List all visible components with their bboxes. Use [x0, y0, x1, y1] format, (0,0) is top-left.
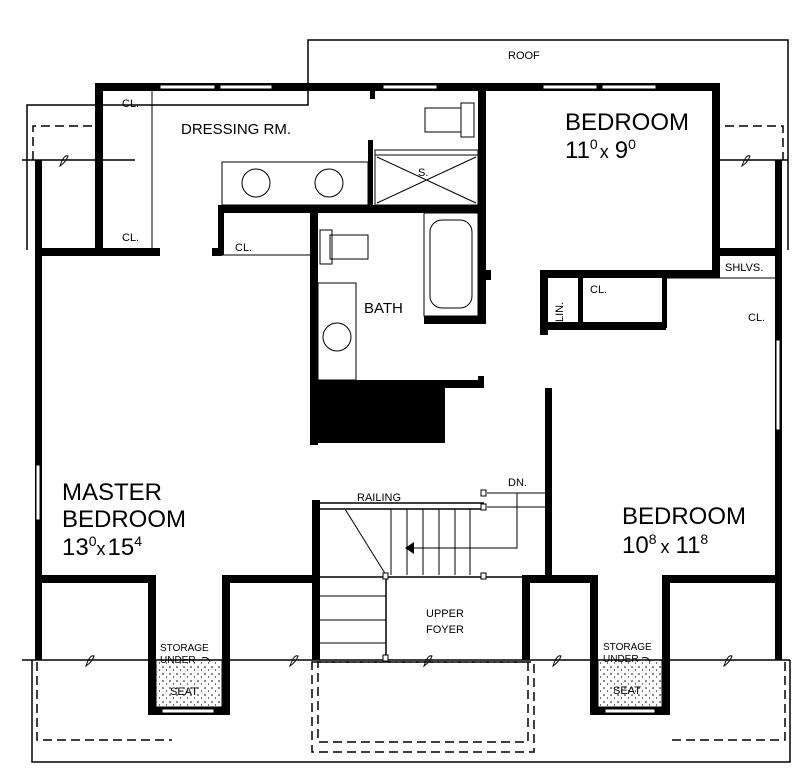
storage-seat-left [155, 659, 223, 708]
shower-label: S. [418, 167, 428, 179]
bedroom-2-label: BEDROOM [622, 503, 746, 530]
master-bedroom-label: BEDROOM [62, 506, 186, 533]
arrowhead-icon [405, 542, 414, 554]
bathtub [423, 212, 479, 317]
closet-label: CL. [122, 232, 139, 244]
upper-foyer-label: FOYER [426, 624, 464, 636]
seat-label: SEAT [170, 686, 198, 698]
roof-outline [26, 39, 791, 763]
seat-label: SEAT [613, 685, 641, 697]
down-arrow-icon [412, 493, 518, 549]
storage-label: UNDER [603, 654, 639, 665]
windows [35, 84, 781, 714]
railing-label: RAILING [357, 492, 401, 504]
shower [374, 149, 479, 206]
closet-label: CL. [122, 98, 139, 110]
shelves-label: SHLVS. [725, 262, 763, 274]
storage-label: UNDER [160, 655, 196, 666]
master-bedroom-label: MASTER [62, 479, 162, 506]
upper-foyer-label: UPPER [426, 608, 464, 620]
walls [35, 83, 782, 715]
staircase [318, 489, 545, 662]
linen-label: LIN. [554, 302, 566, 322]
dressing-room-label: DRESSING RM. [181, 121, 291, 138]
down-label: DN. [508, 477, 527, 489]
closet-label: CL. [235, 242, 252, 254]
toilet-icon [424, 107, 462, 133]
toilet-icon [329, 234, 369, 260]
roof-label: ROOF [508, 50, 540, 62]
closet-label: CL. [590, 284, 607, 296]
bath-vanity [317, 282, 357, 381]
storage-label: STORAGE [160, 643, 209, 654]
double-vanity [221, 161, 369, 206]
bath-label: BATH [364, 300, 403, 317]
sink-icon [322, 322, 352, 352]
room-labels: ROOF CL. CL. DRESSING RM. CL. S. BATH BE… [62, 50, 765, 698]
master-bedroom-size: 130x154 [62, 533, 142, 561]
sink-icon [314, 168, 344, 198]
storage-seat-right [597, 659, 663, 708]
bedroom-1-label: BEDROOM [565, 109, 689, 136]
storage-label: STORAGE [603, 642, 652, 653]
closet-label: CL. [748, 312, 765, 324]
sink-icon [241, 168, 271, 198]
fixtures [151, 91, 775, 381]
